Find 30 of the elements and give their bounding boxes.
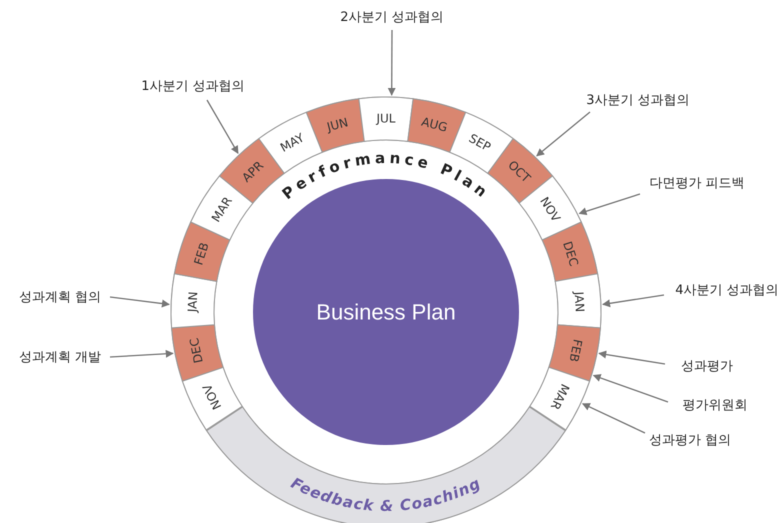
annotation-label: 평가위원회: [682, 396, 748, 414]
annotation-label: 성과평가 협의: [648, 431, 732, 449]
annotation-label: 성과계획 개발: [18, 348, 102, 366]
month-segment: MAR: [529, 366, 590, 430]
annotation-label: 1사분기 성과협의: [141, 77, 245, 95]
annotation-label: 2사분기 성과협의: [340, 8, 444, 26]
annotation-label: 성과계획 협의: [18, 288, 102, 306]
leader-arrow: [602, 294, 664, 308]
month-segment: FEB: [174, 222, 230, 282]
month-segment: JUN: [306, 98, 365, 153]
leader-arrow: [582, 403, 646, 434]
month-segment: AUG: [407, 98, 466, 153]
month-segment: NOV: [182, 366, 243, 430]
leader-arrow: [598, 350, 666, 365]
month-segment: DEC: [171, 324, 224, 382]
leader-arrow: [206, 100, 239, 154]
leader-arrow: [536, 112, 590, 156]
annotation-label: 3사분기 성과협의: [586, 91, 690, 109]
leader-arrow: [110, 296, 170, 308]
month-segment: DEC: [542, 222, 598, 282]
leader-arrow: [592, 374, 668, 403]
month-segment: JAN: [554, 273, 602, 328]
leader-arrow: [578, 193, 640, 216]
leader-arrow: [388, 30, 396, 96]
month-segment: FEB: [548, 324, 601, 382]
annotation-label: 4사분기 성과협의: [675, 281, 779, 299]
month-segment: JAN: [170, 273, 218, 328]
annotation-label: 성과평가: [681, 357, 733, 375]
leader-arrow: [110, 350, 174, 358]
annotation-label: 다면평가 피드백: [649, 174, 745, 192]
